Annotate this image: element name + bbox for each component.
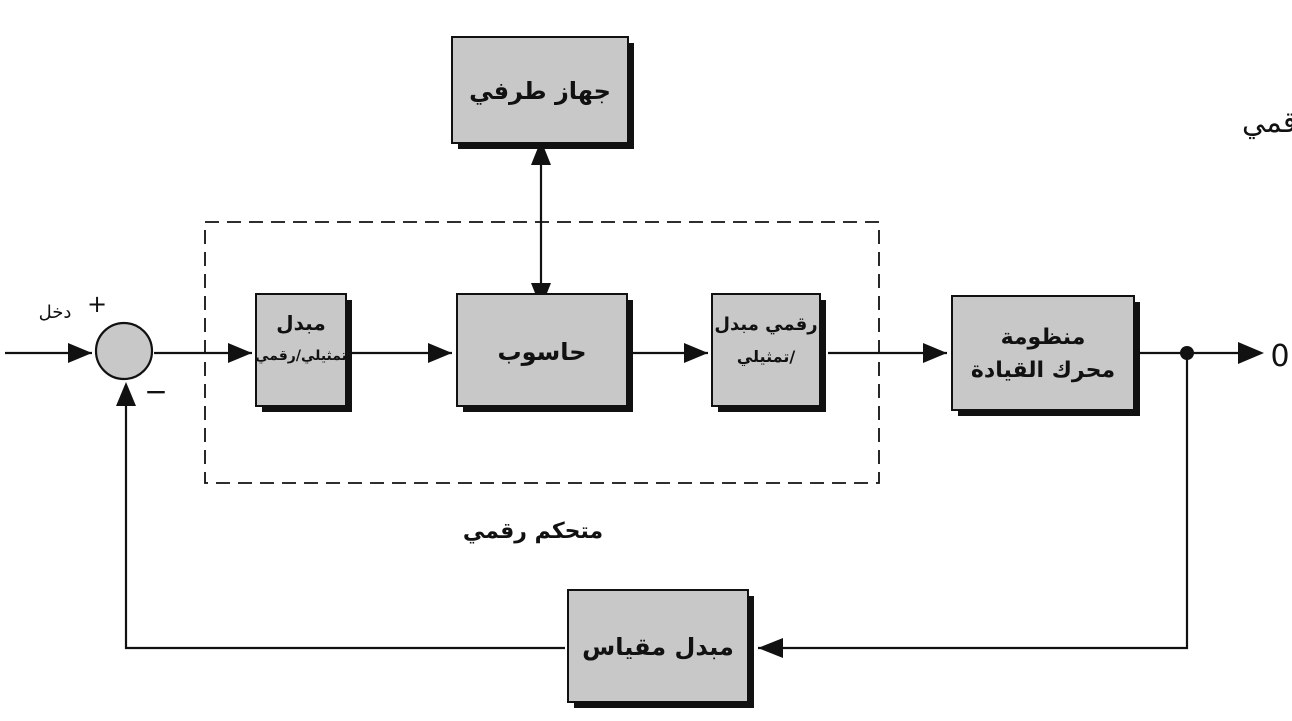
measuring-transducer-block: مبدل مقياس (567, 589, 754, 708)
output-takeoff-dot (1180, 346, 1194, 360)
arrowheads (68, 140, 1264, 658)
feedback-minus-sign: − (144, 375, 167, 408)
output-label: 0 (1270, 339, 1289, 374)
adc-label-line2: تمثيلي/رقمي (255, 348, 347, 364)
computer-label: حاسوب (497, 338, 586, 366)
digital-controller-label: متحكم رقمي (463, 519, 603, 544)
drive-motor-label-line2: محرك القيادة (971, 358, 1115, 383)
input-label: دخل (39, 302, 72, 323)
drive-motor-system-block: منظومة محرك القيادة (951, 295, 1140, 416)
input-plus-sign: + (87, 290, 107, 318)
drive-motor-label-line1: منظومة (1001, 325, 1086, 350)
dac-label-line1: رقمي مبدل (714, 314, 817, 335)
dac-block: رقمي مبدل /تمثيلي (711, 293, 826, 412)
adc-block: مبدل تمثيلي/رقمي (255, 293, 352, 412)
adc-label-line1: مبدل (276, 311, 325, 335)
measuring-transducer-label: مبدل مقياس (582, 633, 734, 661)
summing-junction (94, 321, 154, 381)
computer-block: حاسوب (456, 293, 633, 412)
signal-wires (5, 140, 1255, 650)
dac-label-line2: /تمثيلي (737, 347, 796, 367)
terminal-device-label: جهاز طرفي (469, 77, 611, 105)
figure-caption: الشكل(٦) نظام آلية مؤازرة رقمي (1242, 104, 1292, 140)
terminal-device-block: جهاز طرفي (451, 36, 634, 149)
